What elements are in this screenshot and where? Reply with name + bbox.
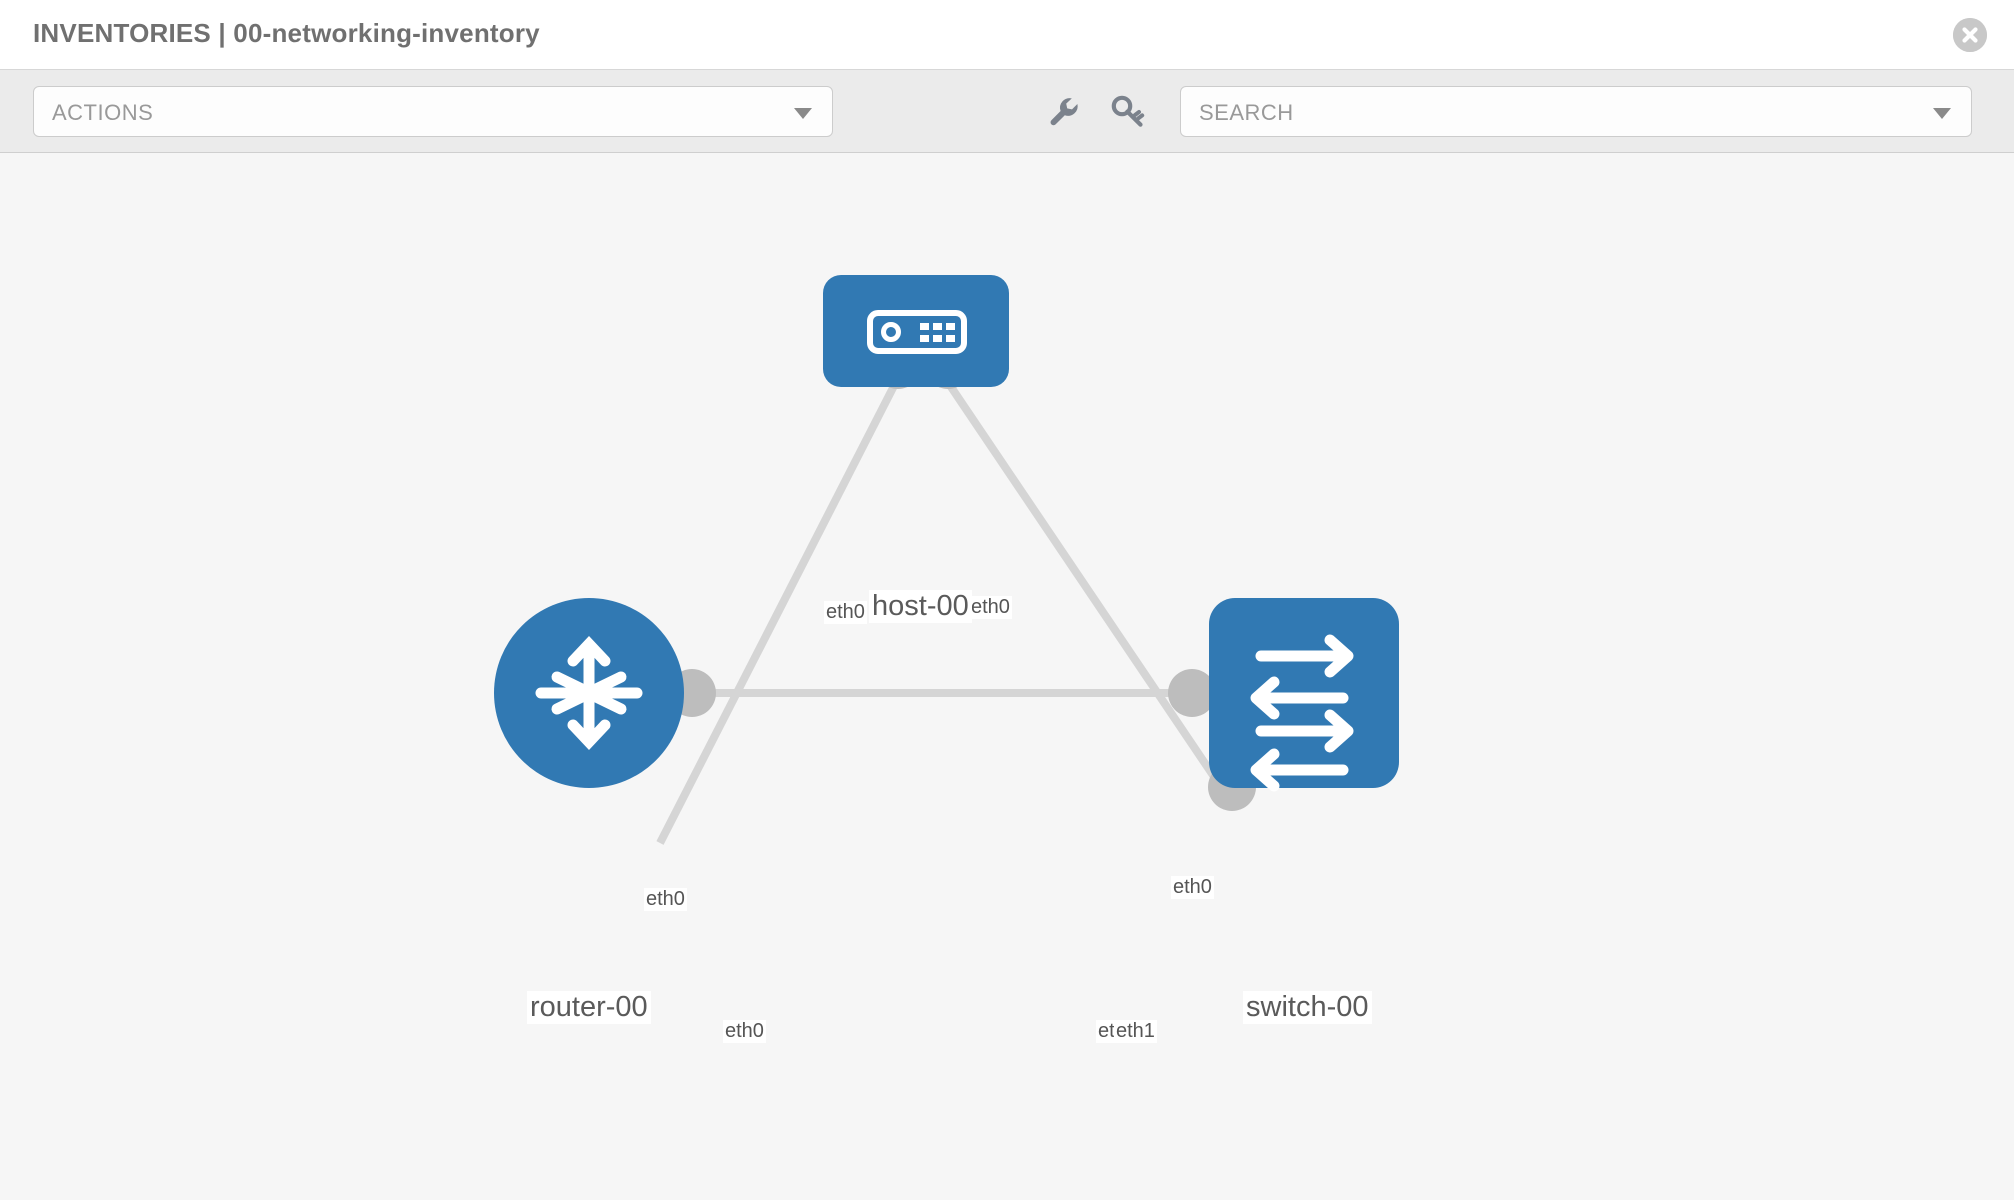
- actions-dropdown-label: ACTIONS: [52, 100, 154, 125]
- iface-label-router00-trunk: eth0: [723, 1020, 766, 1043]
- iface-label-switch00-trunk-eth1: eth1: [1114, 1020, 1157, 1043]
- link-host00-switch00: [941, 375, 1229, 796]
- node-switch-00[interactable]: [1209, 598, 1399, 792]
- iface-label-switch00-uplink: eth0: [1171, 876, 1214, 899]
- page-header: INVENTORIES | 00-networking-inventory: [0, 0, 2014, 70]
- search-input[interactable]: SEARCH: [1180, 86, 1972, 137]
- topology-graph: [494, 275, 1399, 845]
- page-title: INVENTORIES | 00-networking-inventory: [33, 18, 540, 48]
- topology-edges: [656, 375, 1229, 845]
- chevron-down-icon: [794, 108, 812, 119]
- search-input-value: SEARCH: [1199, 100, 1294, 125]
- four-way-arrows-icon: [535, 635, 643, 751]
- bidirectional-arrows-icon: [1250, 634, 1354, 792]
- topology-handles: [668, 341, 1256, 811]
- iface-label-router00-uplink: eth0: [644, 888, 687, 911]
- wrench-icon[interactable]: [1043, 91, 1083, 131]
- node-host-00[interactable]: [823, 275, 1009, 387]
- actions-dropdown[interactable]: ACTIONS: [33, 86, 833, 137]
- server-appliance-icon: [867, 310, 967, 354]
- node-router-00[interactable]: [494, 598, 684, 788]
- topology-canvas[interactable]: eth0 eth0 eth0 eth0 eth0 eth0 eth1 host-…: [0, 153, 2014, 1200]
- node-label-switch-00[interactable]: switch-00: [1243, 991, 1372, 1024]
- iface-label-host00-left: eth0: [824, 601, 867, 624]
- link-host00-router00: [656, 376, 902, 845]
- toolbar: ACTIONS SEARCH: [0, 70, 2014, 153]
- node-label-host-00[interactable]: host-00: [869, 590, 972, 623]
- chevron-down-icon[interactable]: [1933, 108, 1951, 119]
- handle-switch00-left: [1168, 669, 1216, 717]
- node-label-router-00[interactable]: router-00: [527, 991, 651, 1024]
- iface-label-host00-right: eth0: [969, 596, 1012, 619]
- key-icon[interactable]: [1108, 91, 1148, 131]
- close-icon[interactable]: [1953, 18, 1987, 52]
